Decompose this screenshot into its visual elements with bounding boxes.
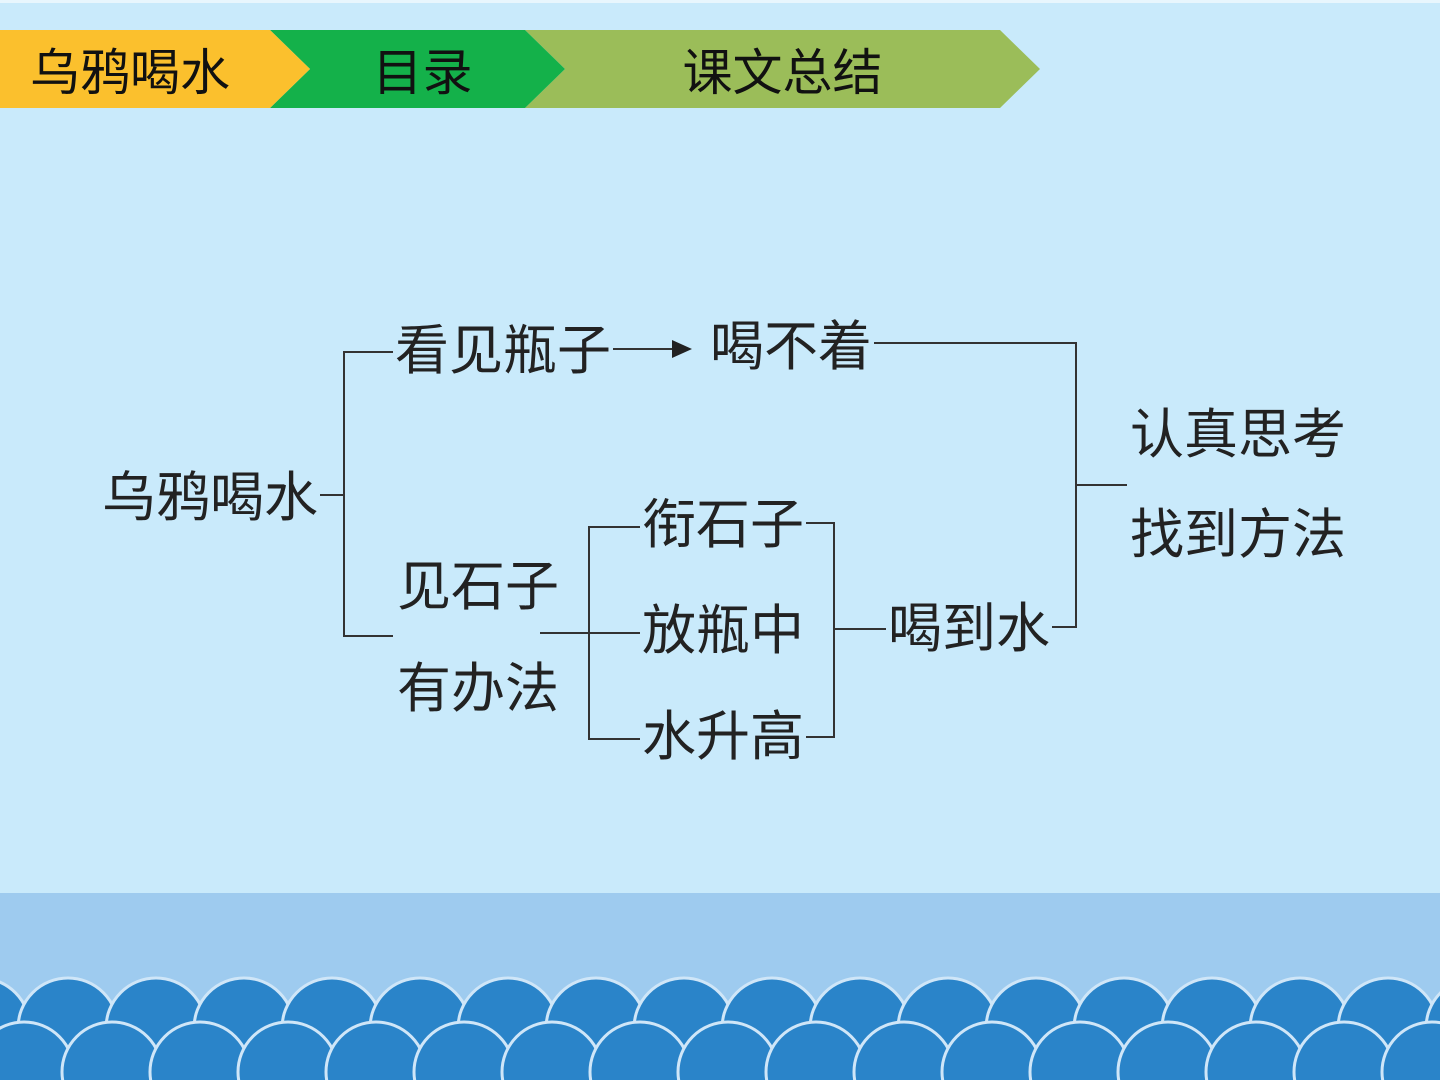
- breadcrumb-item-lesson[interactable]: 乌鸦喝水: [0, 30, 310, 108]
- connector: [785, 736, 835, 738]
- connector: [295, 494, 345, 496]
- connector: [855, 342, 1077, 344]
- wave-decoration: [0, 976, 1440, 1080]
- connector: [588, 738, 640, 740]
- branch-bottom-line2: 有办法: [395, 657, 561, 720]
- step-node: 水升高: [640, 705, 806, 768]
- breadcrumb-item-contents[interactable]: 目录: [270, 30, 565, 108]
- root-node: 乌鸦喝水: [100, 466, 320, 529]
- breadcrumb-item-summary[interactable]: 课文总结: [525, 30, 1040, 108]
- connector: [1077, 484, 1127, 486]
- connector: [778, 522, 835, 524]
- conclusion-line2: 找到方法: [1128, 503, 1348, 566]
- connector: [588, 526, 590, 740]
- top-border: [0, 0, 1440, 3]
- breadcrumb-label: 目录: [372, 44, 473, 102]
- connector: [343, 351, 393, 353]
- arrow-line: [605, 348, 675, 350]
- connector: [343, 635, 393, 637]
- connector: [1028, 626, 1077, 628]
- connector: [540, 632, 640, 634]
- connector: [588, 526, 640, 528]
- wave-circle: [1380, 1020, 1440, 1080]
- conclusion-line1: 认真思考: [1128, 403, 1348, 466]
- connector: [1075, 342, 1077, 628]
- branch-top-node: 看见瓶子: [393, 319, 613, 382]
- branch-bottom-line1: 见石子: [395, 555, 561, 618]
- step-node: 衔石子: [640, 493, 806, 556]
- connector: [833, 628, 888, 630]
- connector: [343, 351, 345, 637]
- arrow-head-icon: [672, 340, 692, 358]
- breadcrumb-label: 课文总结: [682, 44, 883, 102]
- connector: [833, 522, 835, 738]
- breadcrumb-label: 乌鸦喝水: [30, 44, 230, 102]
- top-result-node: 喝不着: [708, 315, 874, 378]
- bottom-result-node: 喝到水: [886, 597, 1052, 660]
- step-node: 放瓶中: [640, 599, 806, 662]
